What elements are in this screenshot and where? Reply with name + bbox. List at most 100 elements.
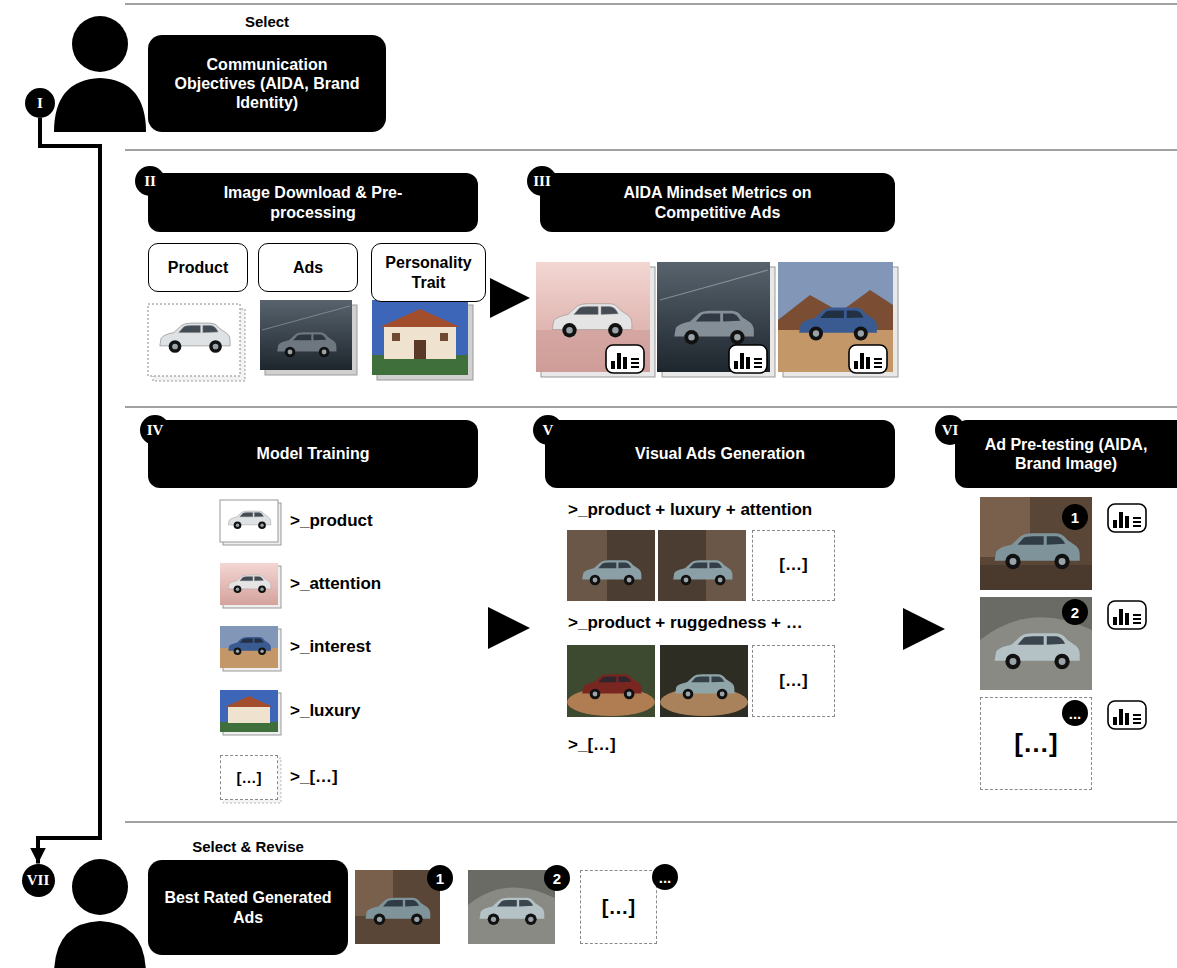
prompt-token: >_[…] [290,767,338,787]
tested-ad [980,597,1092,690]
process-box: Ad Pre-testing (AIDA, Brand Image) [955,420,1177,488]
flow-triangle [903,608,945,650]
objective-box: SelectCommunication Objectives (AIDA, Br… [148,13,386,132]
box-title: Image Download & Pre-processing [213,183,413,221]
placeholder-box: […] [580,870,657,944]
step-numeral: II [144,174,156,189]
car [674,311,754,345]
step-badge: V [533,415,563,445]
car [799,308,877,341]
metric-icon [1108,701,1146,729]
rank-digit: 2 [1071,605,1079,620]
placeholder-box: […] [752,645,835,717]
car [995,533,1080,569]
car [277,332,336,357]
box-title: Communication Objectives (AIDA, Brand Id… [172,55,362,113]
car [675,674,734,699]
lawn [220,722,278,732]
roof [225,696,273,707]
box-title: Product [168,258,228,277]
process-box: Image Download & Pre-processing [148,173,478,232]
box-title: Ads [293,258,323,277]
process-box: AIDA Mindset Metrics on Competitive Ads [540,173,895,232]
box-title: […] [779,671,807,691]
training-image [220,500,278,542]
box-title: […] [779,555,807,575]
section-rule [125,822,1177,823]
metric-icon [606,345,644,373]
car [228,637,271,655]
door [414,340,426,359]
rank-number: 2 [544,865,570,891]
box-title: Visual Ads Generation [635,444,805,463]
competitor-ad [657,262,770,372]
car [366,898,431,925]
car [228,575,271,593]
metric-icon [1108,601,1146,629]
window [392,333,400,341]
metric-icon [729,345,767,373]
box-title: […] [602,895,635,919]
prompt-token: >_attention [290,574,381,594]
flow-triangle [488,607,530,649]
car [673,560,732,585]
placeholder-box: […] [752,530,835,601]
step-badge: IV [140,415,170,445]
box-title: Ad Pre-testing (AIDA, Brand Image) [966,435,1166,473]
input-box: Product [148,243,248,292]
house [384,325,456,359]
prompt-token: >_product + luxury + attention [568,500,812,520]
section-rules [125,4,1177,822]
prompt-token: >_product [290,511,373,531]
prompt-token: >_interest [290,637,371,657]
step-badge: II [135,166,165,196]
step-numeral: V [543,423,554,438]
rank-digit: ... [659,870,672,885]
box-title: Model Training [257,444,370,463]
input-box: Personality Trait [371,243,486,302]
step-numeral: IV [147,423,164,438]
prompt-token: >_product + ruggedness + … [568,613,803,633]
rank-digit: 1 [436,871,444,886]
box-title: […] [237,769,262,787]
car [160,323,230,353]
car [582,560,641,585]
generated-ad [660,645,748,717]
roof [380,309,460,327]
desert [778,330,893,372]
person-icon [54,859,146,968]
section-rule [125,407,1177,408]
generated-ad [567,645,655,717]
backdrop [980,617,1092,690]
selection-box: Select & ReviseBest Rated Generated Ads [148,838,348,955]
step-heading: Select & Revise [192,838,304,856]
prompt-token: >_luxury [290,701,360,721]
flow-arrow [38,118,100,864]
generated-ad [567,530,655,601]
training-image [220,563,278,605]
car [552,304,632,338]
metric-icon [849,345,887,373]
prompt-token: >_[…] [568,735,616,755]
car [228,511,271,529]
window [440,333,448,341]
person-icon [54,16,146,132]
placeholder-box: […] [220,755,278,800]
trait-photo [372,300,468,375]
competitor-ad [536,262,650,372]
input-box: Ads [258,243,358,292]
rank-number: 1 [427,865,453,891]
step-badge: I [25,88,55,118]
section-rule [125,150,1177,151]
metric-icon [1108,504,1146,532]
box-title: Personality Trait [381,253,476,291]
ad-photo [260,300,352,370]
step-badge: VII [22,864,55,897]
step-numeral: VI [942,423,959,438]
light-streak [262,306,350,330]
black-box: Best Rated Generated Ads [148,860,348,955]
rank-digit: 2 [553,871,561,886]
house [228,706,270,723]
light-streak [660,270,768,300]
